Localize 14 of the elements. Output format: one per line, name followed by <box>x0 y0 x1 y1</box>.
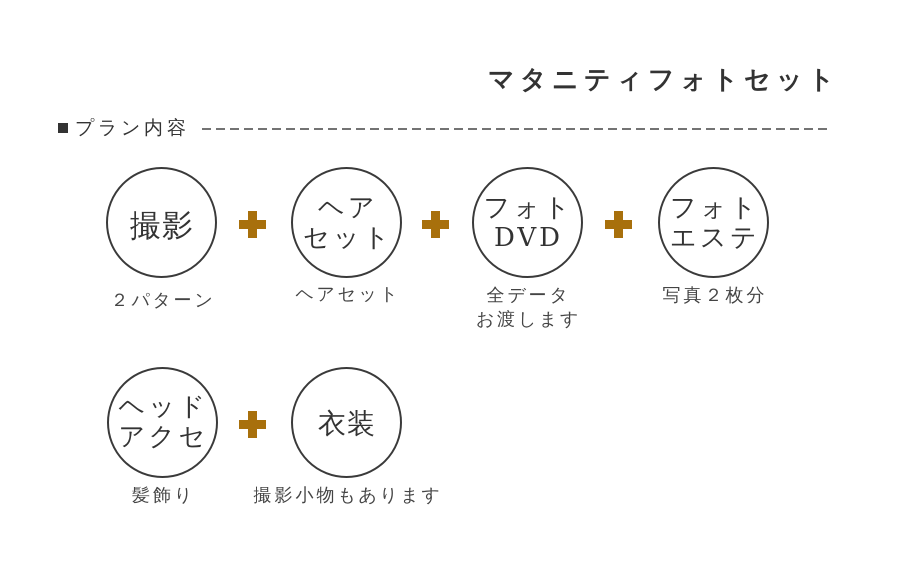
item-caption: 撮影小物もあります <box>252 484 442 508</box>
item-name: ヘッドアクセ <box>118 392 208 452</box>
item-name: フォトDVD <box>482 192 574 252</box>
page-title: マタニティフォトセット <box>488 64 840 97</box>
item-caption: 写真２枚分 <box>662 284 768 308</box>
item-name: 撮影 <box>129 209 194 244</box>
section-heading: プラン内容 <box>75 116 190 141</box>
item-caption: ヘアセット <box>294 283 400 307</box>
item-name: 衣装 <box>317 408 376 440</box>
item-caption: ２パターン <box>110 289 216 313</box>
item-name: フォトエステ <box>669 192 760 252</box>
item-name: ヘアセット <box>302 192 393 252</box>
item-caption: 髪飾り <box>131 484 195 508</box>
item-caption: 全データお渡します <box>475 284 581 332</box>
